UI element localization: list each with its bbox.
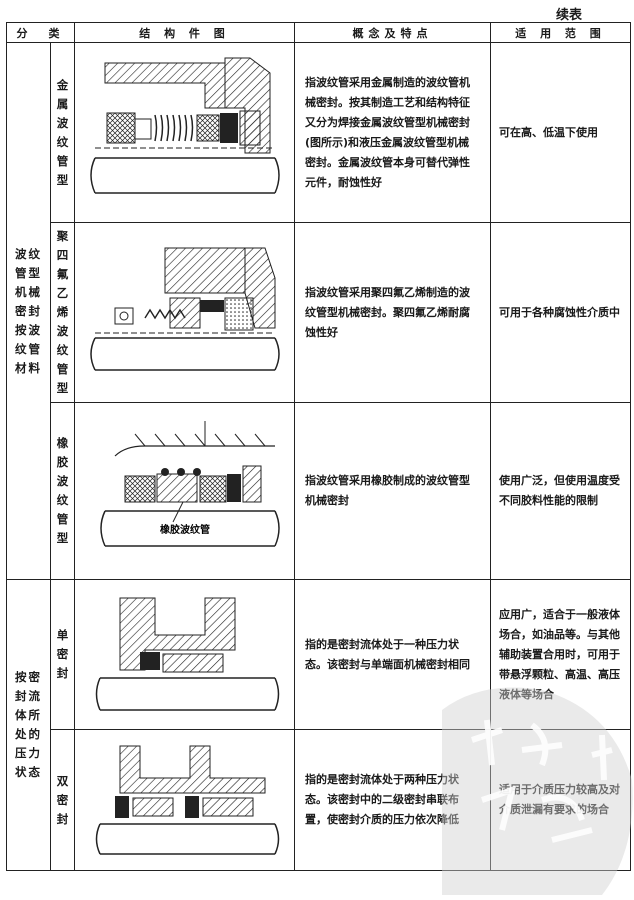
header-figure: 结 构 件 图	[74, 22, 295, 43]
continued-label: 续表	[556, 8, 583, 23]
figure-rubber-bellows: 橡胶波纹管	[74, 402, 295, 580]
concept-double-seal: 指的是密封流体处于两种压力状态。该密封中的二级密封串联布置，使密封介质的压力依次…	[294, 729, 491, 871]
header-concept: 概念及特点	[294, 22, 491, 43]
scope-metal-bellows: 可在高、低温下使用	[490, 42, 631, 223]
scope-single-seal: 应用广，适合于一般液体场合，如油品等。与其他辅助装置合用时，可用于带悬浮颗粒、高…	[490, 579, 631, 730]
scope-ptfe-bellows: 可用于各种腐蚀性介质中	[490, 222, 631, 403]
table-header-row: 分 类 结 构 件 图 概念及特点 适 用 范 围	[6, 22, 631, 43]
category-pressure-state: 按密封流体所处的压力状态	[6, 579, 51, 871]
concept-rubber-bellows: 指波纹管采用橡胶制成的波纹管型机械密封	[294, 402, 491, 580]
concept-single-seal: 指的是密封流体处于一种压力状态。该密封与单端面机械密封相同	[294, 579, 491, 730]
figure-metal-bellows	[74, 42, 295, 223]
subcategory-rubber-bellows: 橡胶波纹管型	[50, 402, 75, 580]
table-row: 按密封流体所处的压力状态 单密封 指的是密封流体处于一种压力状态。该密封与单端面…	[6, 579, 631, 871]
seal-classification-table: 分 类 结 构 件 图 概念及特点 适 用 范 围 波纹管型机械密封按波纹管材料…	[6, 22, 631, 871]
table-row: 聚四氟乙烯波纹管型	[7, 222, 631, 403]
rubber-bellows-label: 橡胶波纹管	[160, 523, 210, 536]
table-row: 橡胶波纹管型	[7, 402, 631, 580]
concept-ptfe-bellows: 指波纹管采用聚四氟乙烯制造的波纹管型机械密封。聚四氟乙烯耐腐蚀性好	[294, 222, 491, 403]
table-row: 波纹管型机械密封按波纹管材料 金属波纹管型	[6, 42, 631, 580]
table-row: 双密封 指的是密封流体处于两种压力状态。该密封中的二级密封串联布置，使密封介质的…	[7, 729, 631, 871]
category-bellows-material: 波纹管型机械密封按波纹管材料	[6, 42, 51, 580]
figure-single-seal	[74, 579, 295, 730]
subcategory-metal-bellows: 金属波纹管型	[50, 42, 75, 223]
subcategory-single-seal: 单密封	[50, 579, 75, 730]
subcategory-double-seal: 双密封	[50, 729, 75, 871]
scope-double-seal: 适用于介质压力较高及对介质泄漏有要求的场合	[490, 729, 631, 871]
subcategory-ptfe-bellows: 聚四氟乙烯波纹管型	[50, 222, 75, 403]
figure-ptfe-bellows	[74, 222, 295, 403]
scope-rubber-bellows: 使用广泛，但使用温度受不同胶料性能的限制	[490, 402, 631, 580]
header-category: 分 类	[6, 22, 75, 43]
header-scope: 适 用 范 围	[490, 22, 631, 43]
concept-metal-bellows: 指波纹管采用金属制造的波纹管机械密封。按其制造工艺和结构特征又分为焊接金属波纹管…	[294, 42, 491, 223]
figure-double-seal	[74, 729, 295, 871]
